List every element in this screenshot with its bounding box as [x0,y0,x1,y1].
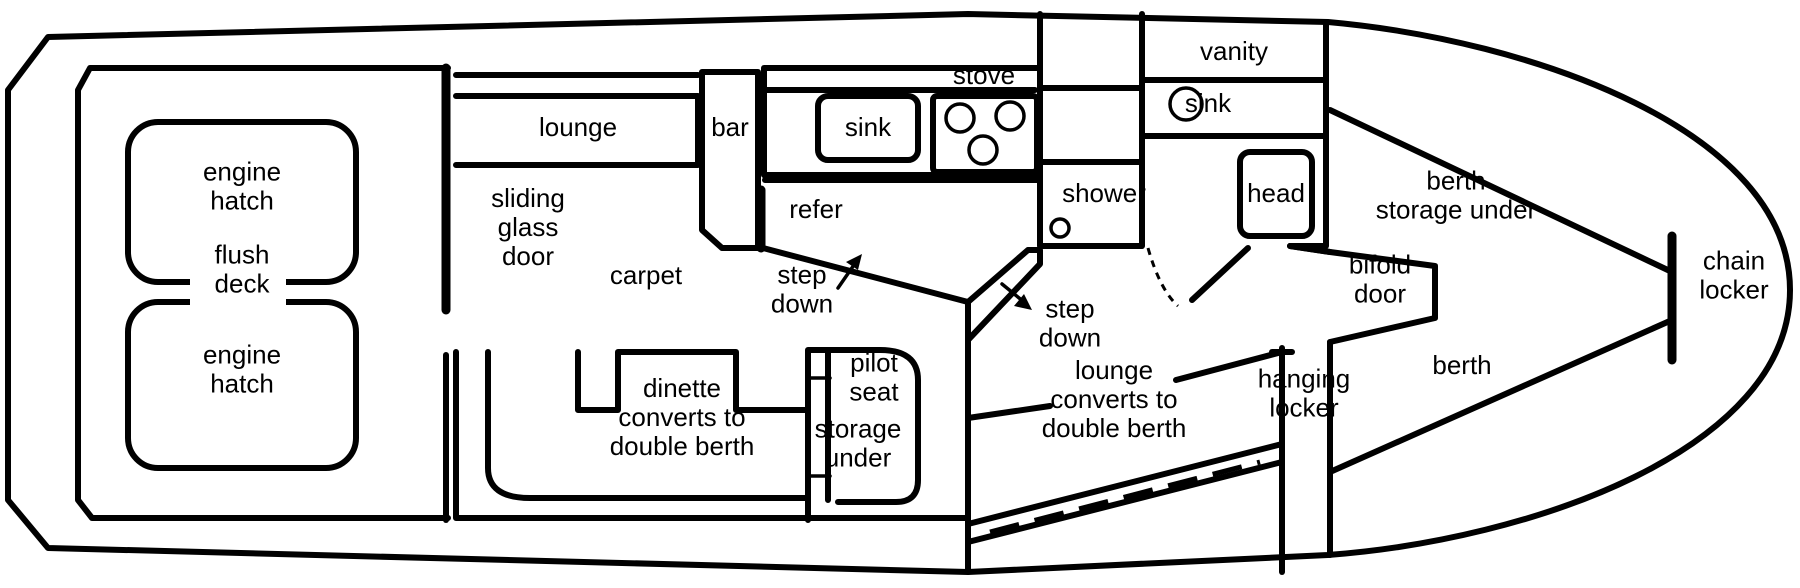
label-line: under [825,443,892,473]
label-line: lounge [1075,355,1153,385]
label-line: locker [1699,275,1769,305]
galley-sink-label: sink [845,112,892,142]
lounge-aft-label: lounge [539,112,617,142]
label-line: door [502,241,554,271]
label-line: sink [845,112,892,142]
stove-burner-icon[interactable] [994,100,1026,132]
head-sink-icon[interactable] [1168,86,1204,122]
berth-label: berth [1432,350,1491,380]
vanity-label: vanity [1200,36,1268,66]
head-sink-label: sink [1185,88,1232,118]
label-line: deck [215,269,271,299]
step-down-arrow-icon [836,254,862,290]
label-line: refer [789,194,843,224]
lounge-aft-outline [453,72,701,168]
carpet-label: carpet [610,260,683,290]
label-line: chain [1703,246,1765,276]
stove-burner-icon[interactable] [967,134,999,166]
label-line: hatch [210,186,274,216]
label-line: sink [1185,88,1232,118]
shower-outline [1037,11,1145,249]
lounge-fwd-outline [965,349,1285,421]
label-line: down [1039,323,1101,353]
label-line: converts to [1050,384,1177,414]
label-line: dinette [643,373,721,403]
label-line: pilot [850,348,898,378]
label-line: head [1247,178,1305,208]
shower-drain-icon [1049,217,1071,239]
label-line: engine [203,340,281,370]
galley-counter [761,65,1043,183]
refer-label: refer [789,194,843,224]
label-line: converts to [618,402,745,432]
label-line: berth [1432,350,1491,380]
label-line: storage [815,414,902,444]
label-line: hatch [210,369,274,399]
label-line: bifold [1349,250,1411,280]
bar-outline [699,69,761,251]
label-line: locker [1269,393,1339,423]
label-line: bar [711,112,749,142]
hull-outline [5,11,1793,575]
label-line: stove [953,60,1015,90]
label-line: vanity [1200,36,1268,66]
stove-burner-icon[interactable] [944,102,976,134]
label-line: shower [1062,178,1146,208]
label-line: lounge [539,112,617,142]
head-label: head [1247,178,1305,208]
label-line: carpet [610,260,683,290]
stove-label: stove [953,60,1015,90]
galley-sink[interactable] [815,93,921,163]
bar-label: bar [711,112,749,142]
label-line: hanging [1258,364,1351,394]
label-line: seat [849,377,899,407]
step-down-arrow-icon [1000,282,1032,310]
cockpit-outline [75,65,451,521]
label-line: double berth [610,431,755,461]
label-line: berth [1426,166,1485,196]
label-line: door [1354,279,1406,309]
vanity-outline [1139,19,1329,249]
label-line: step [1045,294,1094,324]
label-line: step [777,260,826,290]
shower-label: shower [1062,178,1146,208]
label-line: sliding [491,183,565,213]
label-line: glass [498,212,559,242]
head-toilet[interactable] [1237,149,1315,239]
dinette-outline [453,349,971,521]
label-line: double berth [1042,413,1187,443]
label-line: down [771,289,833,319]
label-line: storage under [1376,195,1537,225]
label-line: engine [203,157,281,187]
label-line: flush [215,240,270,270]
head-door-swing [1146,247,1180,308]
